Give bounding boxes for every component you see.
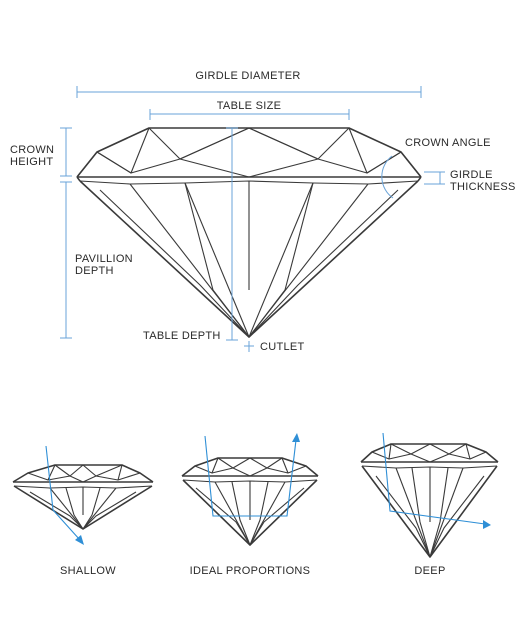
table-depth-label: TABLE DEPTH	[143, 330, 221, 342]
girdle-thickness-label: GIRDLE THICKNESS	[450, 169, 516, 193]
cutlet-label: CUTLET	[260, 341, 305, 353]
pavillion-depth-line-2: DEPTH	[75, 265, 114, 277]
pavillion-depth-line-1: PAVILLION	[75, 253, 133, 265]
girdle-right-edge	[417, 176, 422, 182]
crown-facets	[76, 127, 422, 178]
ideal-proportions-label: IDEAL PROPORTIONS	[189, 565, 311, 577]
crown-outline	[76, 127, 422, 178]
shallow-diamond	[12, 445, 154, 545]
girdle-diameter-label: GIRDLE DIAMETER	[195, 70, 301, 82]
girdle-left-edge	[76, 176, 81, 182]
crown-angle-label: CROWN ANGLE	[405, 137, 491, 149]
main-diamond	[76, 127, 422, 338]
deep-diamond	[360, 432, 499, 558]
deep-label: DEEP	[414, 565, 446, 577]
girdle-thickness-line-2: THICKNESS	[450, 181, 516, 193]
crown-height-line-2: HEIGHT	[10, 156, 54, 168]
shallow-label: SHALLOW	[60, 565, 116, 577]
pavillion-depth-label: PAVILLION DEPTH	[75, 253, 133, 277]
ideal-diamond	[181, 433, 319, 546]
pavilion-facets	[99, 181, 399, 338]
crown-height-label: CROWN HEIGHT	[10, 144, 54, 168]
dimension-lines	[60, 86, 445, 352]
girdle-thickness-line-1: GIRDLE	[450, 169, 493, 181]
table-size-label: TABLE SIZE	[216, 100, 282, 112]
crown-height-line-1: CROWN	[10, 144, 55, 156]
